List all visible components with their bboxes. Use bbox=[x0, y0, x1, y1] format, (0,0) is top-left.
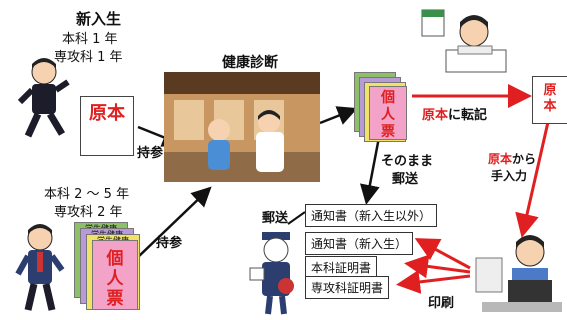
notice-continuing-box: 通知書（新入生以外） bbox=[305, 204, 438, 227]
transcribe-suffix: に転記 bbox=[448, 108, 488, 123]
new-students-line2: 専攻科 1 年 bbox=[54, 50, 123, 65]
health-check-title: 健康診断 bbox=[222, 55, 278, 71]
personal-ticket-label-left: 個人票 bbox=[106, 249, 124, 309]
arrow-print-adv bbox=[396, 269, 471, 294]
original-label-top: 原本 bbox=[89, 103, 125, 124]
bring-label-top: 持参 bbox=[137, 146, 164, 161]
manual-input-suffix: から bbox=[512, 152, 537, 166]
new-students-line1: 本科 1 年 bbox=[62, 32, 118, 47]
arrow-print-main bbox=[404, 254, 471, 279]
arrow-print-notice bbox=[414, 238, 471, 270]
mail-as-is-line2: 郵送 bbox=[392, 172, 419, 187]
transcribe-label: 原本に転記 bbox=[422, 104, 487, 123]
arrow-to-tickets bbox=[319, 106, 358, 125]
main-cert-box: 本科証明書 bbox=[305, 256, 378, 279]
mail-as-is-line1: そのまま bbox=[381, 154, 434, 169]
continuing-line1: 本科 2 〜 5 年 bbox=[44, 187, 130, 202]
clerk-writing-icon bbox=[421, 9, 507, 73]
arrow-mail bbox=[287, 211, 306, 225]
continuing-line2: 専攻科 2 年 bbox=[54, 205, 123, 220]
original-doc-right: 原本 bbox=[532, 76, 567, 124]
adv-cert-box: 専攻科証明書 bbox=[305, 276, 390, 299]
walking-student-icon bbox=[15, 224, 65, 311]
manual-input-prefix: 原本 bbox=[488, 152, 513, 166]
bring-label-bottom: 持参 bbox=[156, 236, 183, 251]
personal-ticket-label-mid: 個人票 bbox=[381, 90, 395, 140]
notice-new-box: 通知書（新入生） bbox=[305, 232, 414, 255]
mail-carrier-icon bbox=[249, 232, 294, 315]
transcribe-prefix: 原本 bbox=[422, 108, 449, 123]
print-label: 印刷 bbox=[428, 296, 455, 311]
arrow-bring-bottom bbox=[136, 186, 212, 259]
original-doc-left: 原本 bbox=[80, 96, 134, 156]
clerk-computer-icon bbox=[475, 235, 562, 312]
manual-input-line1: 原本から bbox=[488, 150, 536, 167]
arrow-manual-input bbox=[515, 121, 550, 238]
personal-ticket-left: 個人票 bbox=[92, 240, 138, 310]
manual-input-line2: 手入力 bbox=[491, 169, 528, 183]
running-student-icon bbox=[17, 58, 70, 138]
new-students-title: 新入生 bbox=[76, 10, 122, 28]
health-check-photo bbox=[164, 72, 320, 182]
personal-ticket-mid: 個人票 bbox=[369, 86, 407, 140]
arrow-mail-as-is bbox=[359, 131, 382, 205]
mail-label: 郵送 bbox=[262, 211, 289, 226]
original-label-right: 原本 bbox=[543, 83, 557, 114]
